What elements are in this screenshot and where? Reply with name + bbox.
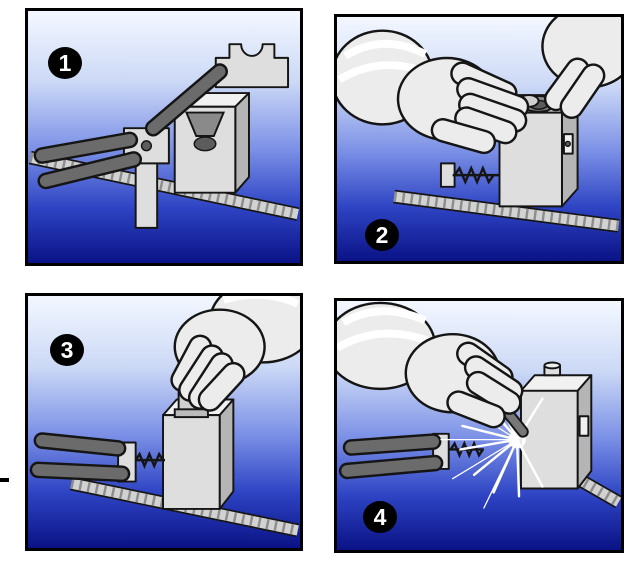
step-2-illustration	[337, 17, 621, 233]
cable	[574, 472, 621, 509]
panel-step-3: 3	[25, 293, 303, 551]
right-gloved-hand	[541, 17, 621, 119]
cable	[393, 189, 620, 233]
step-1-badge: 1	[48, 47, 82, 79]
panel-step-4: 4	[334, 298, 624, 553]
cable	[28, 150, 300, 221]
clamp-spring	[439, 162, 500, 188]
mold-block	[520, 361, 593, 490]
step-4-illustration	[337, 301, 621, 509]
panel-step-2: 2	[334, 14, 624, 264]
gloved-hand	[337, 301, 524, 429]
step-3-illustration	[29, 296, 300, 538]
gloved-hand	[170, 296, 300, 412]
lower-mold-half	[173, 92, 250, 194]
stray-mark	[0, 478, 9, 482]
step-3-badge: 3	[50, 334, 84, 366]
upper-mold-half	[214, 43, 290, 89]
clamp-handles	[29, 432, 165, 483]
step-2-badge: 2	[365, 219, 399, 251]
left-gloved-hand	[337, 29, 530, 155]
clamp-handles	[338, 432, 484, 480]
step-4-badge: 4	[363, 501, 397, 533]
clamp-handles	[33, 63, 228, 190]
step-1-illustration	[28, 43, 300, 229]
panel-step-1: 1	[25, 8, 303, 266]
